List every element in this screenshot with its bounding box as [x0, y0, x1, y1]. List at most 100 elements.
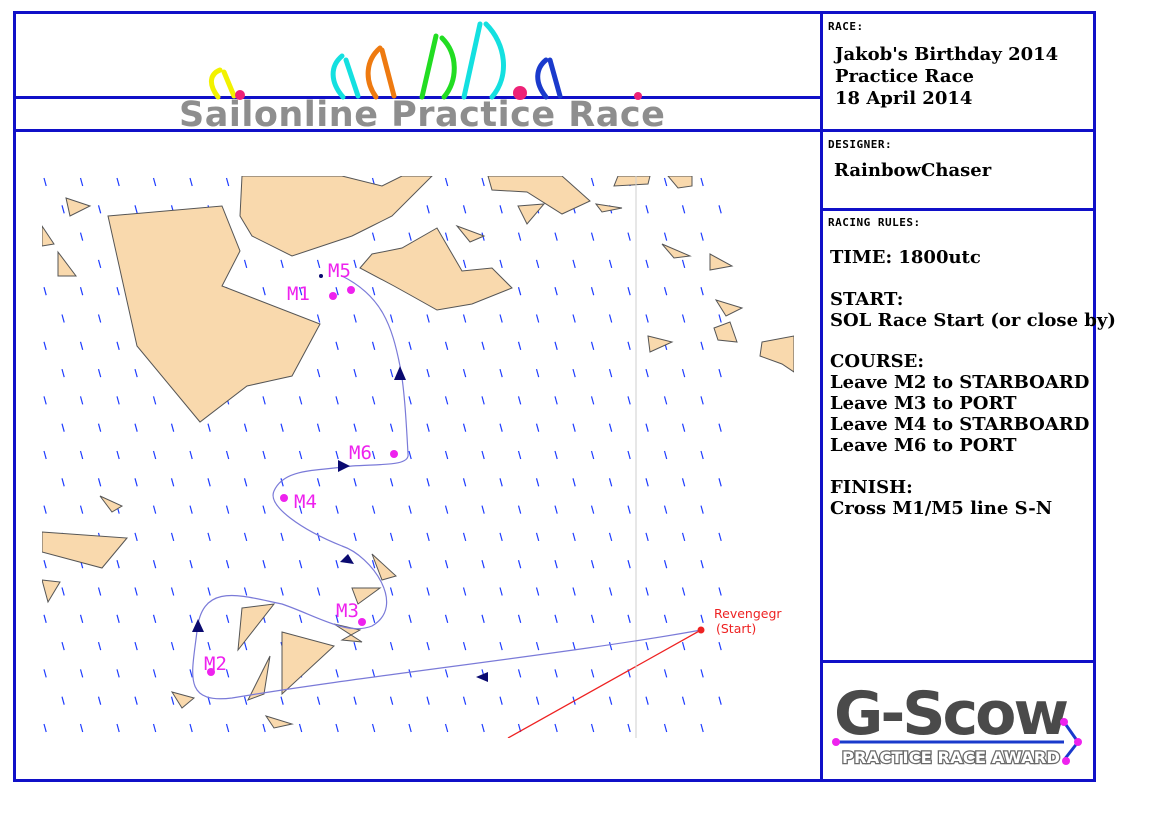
- mark-m3-dot: [358, 618, 366, 626]
- wind-arrow-icon: [389, 423, 394, 432]
- course-map[interactable]: M1 M2 M3 M4 M5 M6 Revengegr (Start): [42, 176, 794, 738]
- wind-arrow-icon: [572, 314, 576, 323]
- wind-arrow-icon: [134, 478, 138, 487]
- wind-arrow-icon: [408, 505, 412, 514]
- wind-arrow-icon: [535, 368, 540, 378]
- buoy-icon: [513, 86, 527, 100]
- wind-arrow-icon: [718, 368, 722, 378]
- wind-arrow-icon: [590, 232, 595, 241]
- wind-arrow-icon: [61, 423, 65, 432]
- wind-arrow-icon: [681, 478, 686, 487]
- wind-arrow-icon: [627, 505, 631, 514]
- wind-arrow-icon: [426, 205, 430, 214]
- wind-arrow-icon: [61, 314, 65, 323]
- wind-arrow-icon: [645, 205, 649, 214]
- wind-arrow-icon: [681, 205, 686, 214]
- wind-arrow-icon: [371, 341, 376, 350]
- wind-arrow-icon: [700, 396, 704, 405]
- wind-arrow-icon: [116, 723, 120, 733]
- wind-arrow-icon: [517, 341, 522, 350]
- marks[interactable]: [207, 274, 705, 676]
- start-line: [507, 629, 702, 738]
- wind-arrow-icon: [554, 505, 558, 514]
- wind-arrow-icon: [43, 450, 47, 460]
- wind-arrow-icon: [298, 396, 303, 405]
- wind-arrow-icon: [554, 341, 558, 350]
- wind-arrow-icon: [389, 314, 394, 323]
- wind-arrow-icon: [389, 696, 394, 705]
- wind-arrow-icon: [426, 368, 430, 378]
- wind-arrow-icon: [627, 723, 631, 733]
- land-masses: [42, 176, 794, 729]
- wind-arrow-icon: [335, 287, 339, 296]
- wind-arrow-icon: [134, 532, 138, 542]
- wind-arrow-icon: [316, 314, 321, 323]
- wind-arrow-icon: [645, 314, 649, 323]
- buoy-icon: [634, 92, 642, 100]
- wind-arrow-icon: [681, 532, 686, 542]
- wind-arrow-icon: [97, 423, 102, 432]
- wind-arrow-icon: [371, 723, 376, 733]
- wind-arrow-icon: [462, 368, 467, 378]
- wind-arrow-icon: [408, 614, 412, 623]
- wind-arrow-icon: [43, 341, 47, 350]
- wind-arrow-icon: [462, 205, 467, 214]
- wind-arrow-icon: [170, 641, 175, 651]
- mark-m2-dot: [207, 668, 215, 676]
- wind-arrow-icon: [371, 560, 376, 569]
- wind-arrow-icon: [718, 423, 722, 432]
- wind-arrow-icon: [645, 532, 649, 542]
- wind-arrow-icon: [608, 259, 613, 269]
- banner-divider: [13, 96, 821, 99]
- wind-arrow-icon: [517, 232, 522, 241]
- wind-arrow-icon: [572, 641, 576, 651]
- wind-arrow-icon: [189, 450, 193, 460]
- wind-arrow-icon: [134, 205, 138, 214]
- island-m5: [359, 227, 513, 311]
- rules-course-line: Leave M4 to STARBOARD: [830, 414, 1090, 435]
- wind-arrow-icon: [335, 723, 339, 733]
- buoy-icon: [1060, 718, 1068, 726]
- wind-arrow-icon: [608, 641, 613, 651]
- wind-arrow-icon: [481, 341, 485, 350]
- wind-arrow-icon: [499, 314, 503, 323]
- wind-arrow-icon: [152, 396, 157, 405]
- wind-arrow-icon: [79, 505, 84, 514]
- wind-arrow-icon: [79, 341, 84, 350]
- arrow-icon: [476, 672, 488, 682]
- wind-arrow-icon: [353, 696, 357, 705]
- wind-arrow-icon: [499, 368, 503, 378]
- rules-divider: [820, 660, 1096, 663]
- wind-arrow-icon: [718, 478, 722, 487]
- wind-arrow-icon: [408, 723, 412, 733]
- wind-arrow-icon: [353, 314, 357, 323]
- course-route[interactable]: [192, 275, 702, 700]
- wind-arrow-icon: [608, 478, 613, 487]
- wind-arrow-icon: [462, 696, 467, 705]
- wind-arrow-icon: [335, 396, 339, 405]
- wind-arrow-icon: [189, 177, 193, 187]
- wind-arrow-icon: [700, 560, 704, 569]
- wind-arrow-icon: [353, 259, 357, 269]
- wind-arrow-icon: [554, 560, 558, 569]
- wind-arrow-icon: [718, 205, 722, 214]
- sail-cyan2-icon: [461, 21, 483, 100]
- wind-arrow-icon: [554, 396, 558, 405]
- wind-arrow-icon: [189, 505, 193, 514]
- wind-arrow-icon: [481, 450, 485, 460]
- wind-arrow-icon: [61, 587, 65, 596]
- rules-course-heading: COURSE:: [830, 351, 925, 372]
- wind-arrow-icon: [97, 587, 102, 596]
- wind-arrow-icon: [152, 450, 157, 460]
- wind-arrow-icon: [97, 314, 102, 323]
- wind-arrow-icon: [207, 641, 211, 651]
- wind-arrow-icon: [207, 423, 211, 432]
- wind-arrow-icon: [572, 423, 576, 432]
- rules-label: RACING RULES:: [828, 216, 921, 229]
- wind-arrow-icon: [262, 450, 266, 460]
- wind-arrow-icon: [700, 450, 704, 460]
- wind-arrow-icon: [700, 669, 704, 678]
- wind-arrow-icon: [152, 669, 157, 678]
- wind-arrow-icon: [663, 614, 668, 623]
- race-name: Jakob's Birthday 2014: [835, 44, 1059, 65]
